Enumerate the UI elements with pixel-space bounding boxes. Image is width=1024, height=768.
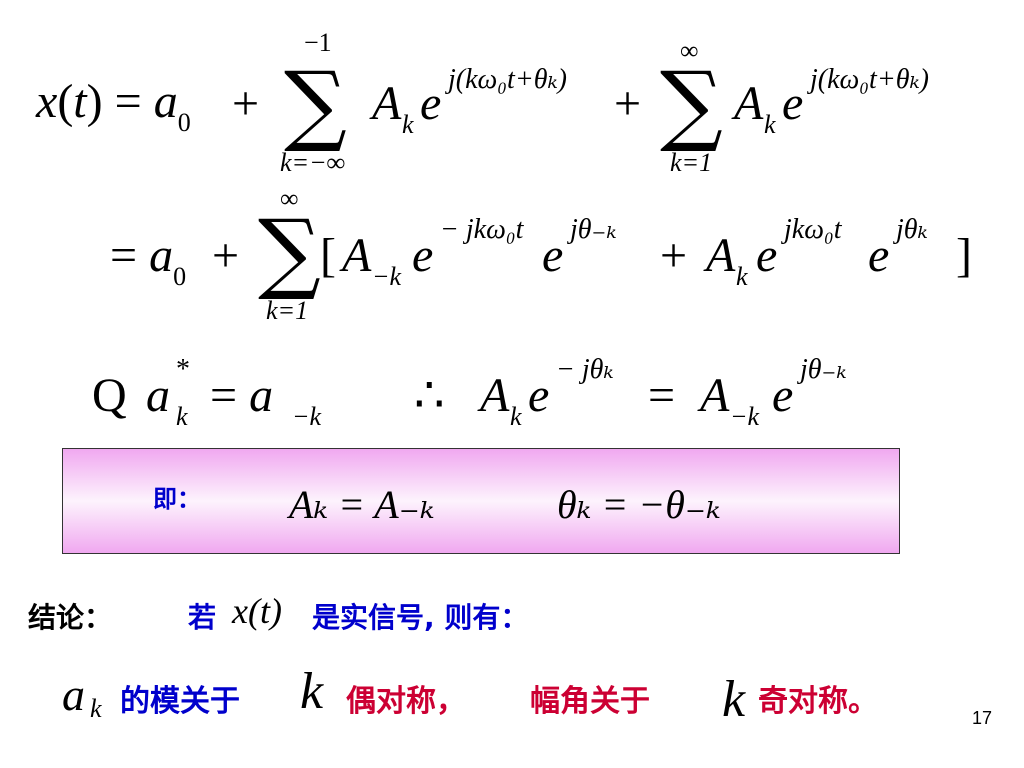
eq3-equals-2: = <box>648 369 676 422</box>
eq1-A: A <box>372 77 402 130</box>
eq2-exponent-2: jθ₋ₖ <box>570 214 617 245</box>
final-even-symmetric: 偶对称， <box>346 684 466 719</box>
result-label: 即： <box>153 485 201 513</box>
final-a: a <box>62 669 85 720</box>
eq2-plus: + <box>212 229 240 282</box>
conclusion-signal: x(t) <box>232 591 282 631</box>
eq3-a-sub: k <box>176 402 188 431</box>
eq1-A-sub-2: k <box>764 110 776 139</box>
sum2-lower-limit: k=1 <box>670 148 713 177</box>
eq3-A-sub: k <box>510 402 522 431</box>
eq1-e: e <box>420 77 442 130</box>
eq2-exponent-4: jθₖ <box>896 214 928 245</box>
sum2-upper-limit: ∞ <box>680 36 699 65</box>
eq2-sum-upper-limit: ∞ <box>280 184 299 213</box>
conclusion-label: 结论： <box>28 601 113 634</box>
conjugate-star: * <box>176 354 190 385</box>
conclusion-if: 若 <box>188 601 217 634</box>
eq3-A: A <box>480 369 510 422</box>
sum2-sigma: ∑ <box>660 52 723 155</box>
eq3-e-1: e <box>528 369 550 422</box>
result-box: 即： Aₖ = A₋ₖ θₖ = −θ₋ₖ <box>62 448 900 554</box>
eq3-A-neg: A <box>700 369 730 422</box>
eq2-start: = a0 <box>110 229 187 291</box>
eq2-exponent-1: − jkω₀t <box>440 214 524 245</box>
eq1-e-2: e <box>782 77 804 130</box>
eq1-A-2: A <box>734 77 764 130</box>
eq1-plus-1: + <box>232 77 260 130</box>
eq2-e-4: e <box>868 229 890 282</box>
page-number: 17 <box>971 708 992 728</box>
sum1-upper-limit: −1 <box>304 28 332 57</box>
eq1-exponent-2: j(kω₀t+θₖ) <box>810 64 929 95</box>
eq1-exponent-1: j(kω₀t+θₖ) <box>448 64 567 95</box>
eq3-a: a <box>146 369 170 422</box>
eq2-A-sub: k <box>736 262 748 291</box>
eq3-neg-k-sub: −k <box>292 402 322 431</box>
eq3-exponent-right: jθ₋ₖ <box>800 354 847 385</box>
eq3-exponent-left: − jθₖ <box>556 354 614 385</box>
eq2-e-3: e <box>756 229 778 282</box>
eq3-equals-a: = a <box>210 369 274 422</box>
eq2-e-1: e <box>412 229 434 282</box>
sum1-lower-limit: k=−∞ <box>280 148 346 177</box>
eq2-A-neg-sub: −k <box>372 262 402 291</box>
eq2-e-2: e <box>542 229 564 282</box>
final-magnitude-label: 的模关于 <box>120 684 240 719</box>
eq2-exponent-3: jkω₀t <box>784 214 842 245</box>
eq2-sum-lower-limit: k=1 <box>266 296 309 325</box>
eq2-A-neg: A <box>342 229 372 282</box>
conclusion-text: 是实信号, 则有： <box>312 601 529 634</box>
eq2-sigma: ∑ <box>258 200 321 303</box>
eq2-bracket-open: [ <box>320 229 336 282</box>
sum1-sigma: ∑ <box>284 52 347 155</box>
eq1-plus-2: + <box>614 77 642 130</box>
eq2-plus-2: + <box>660 229 688 282</box>
eq3-e-2: e <box>772 369 794 422</box>
eq2-A: A <box>706 229 736 282</box>
final-a-sub: k <box>90 694 102 723</box>
phase-equation: θₖ = −θ₋ₖ <box>557 482 721 527</box>
eq1-A-sub: k <box>402 110 414 139</box>
eq2-bracket-close: ] <box>956 229 972 282</box>
eq3-A-neg-sub: −k <box>730 402 760 431</box>
magnitude-equation: Aₖ = A₋ₖ <box>289 482 435 527</box>
eq1-lhs: x(t) = a0 <box>36 75 191 137</box>
final-k-2: k <box>722 671 746 728</box>
final-odd-symmetric: 奇对称。 <box>758 684 878 719</box>
therefore-symbol: ∴ <box>414 369 445 422</box>
final-k-1: k <box>300 663 324 720</box>
because-symbol: Q <box>92 369 127 422</box>
final-phase-label: 幅角关于 <box>530 684 650 719</box>
